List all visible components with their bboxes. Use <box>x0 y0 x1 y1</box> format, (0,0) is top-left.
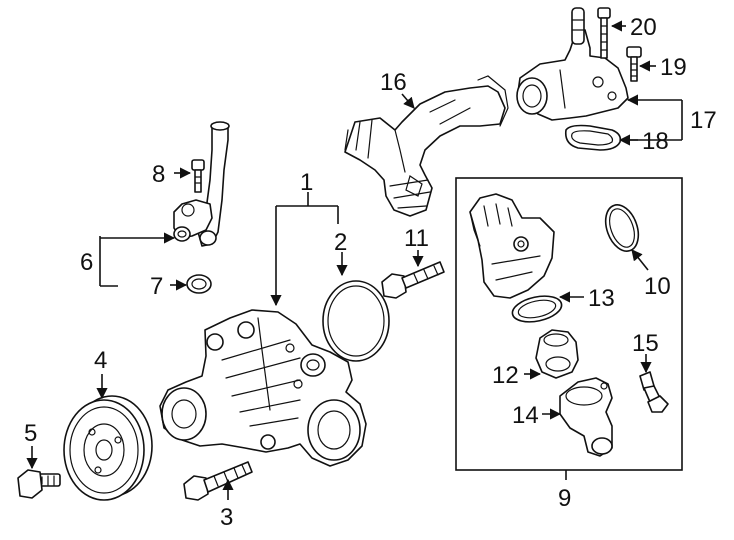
seal-ring-part-10 <box>604 204 640 252</box>
seal-ring-part-13 <box>511 295 563 323</box>
callout-1: 1 <box>300 169 313 196</box>
stud-part-20 <box>597 7 611 59</box>
o-ring-gasket-part-2 <box>322 280 390 362</box>
gasket-part-18 <box>564 124 622 151</box>
callout-13: 13 <box>588 285 615 312</box>
callout-7: 7 <box>150 273 163 300</box>
bolt-part-5 <box>17 469 61 499</box>
bolt-part-15 <box>639 371 669 413</box>
callout-2: 2 <box>334 229 347 256</box>
callout-16: 16 <box>380 69 407 96</box>
thermostat-part-12 <box>535 329 579 379</box>
callout-5: 5 <box>24 420 37 447</box>
bolt-part-8 <box>191 159 205 193</box>
bolt-part-3 <box>183 461 253 501</box>
leader-lines <box>26 20 683 500</box>
callout-labels: 1 2 3 4 5 6 7 8 9 10 11 12 13 14 15 16 1… <box>24 14 717 531</box>
thermostat-group-box <box>455 177 683 471</box>
callout-11: 11 <box>404 225 429 252</box>
callout-3: 3 <box>220 504 233 531</box>
callout-14: 14 <box>512 402 539 429</box>
hose-part-16 <box>344 75 509 217</box>
pulley-part-4 <box>63 395 153 501</box>
thermostat-housing-upper <box>469 193 555 299</box>
o-ring-part-7 <box>186 274 212 294</box>
callout-12: 12 <box>492 362 519 389</box>
callout-20: 20 <box>630 14 657 41</box>
outlet-housing-part-17 <box>516 7 629 121</box>
callout-15: 15 <box>632 330 659 357</box>
callout-18: 18 <box>642 128 669 155</box>
callout-10: 10 <box>644 273 671 300</box>
callout-8: 8 <box>152 161 165 188</box>
callout-17: 17 <box>690 107 717 134</box>
bolt-part-19 <box>626 46 642 82</box>
bolt-part-11 <box>381 261 445 299</box>
callout-19: 19 <box>660 54 687 81</box>
callout-9: 9 <box>558 485 571 512</box>
callout-4: 4 <box>94 347 107 374</box>
housing-part-14 <box>559 377 613 457</box>
water-pump-part-1 <box>159 309 367 467</box>
callout-6: 6 <box>80 249 93 276</box>
